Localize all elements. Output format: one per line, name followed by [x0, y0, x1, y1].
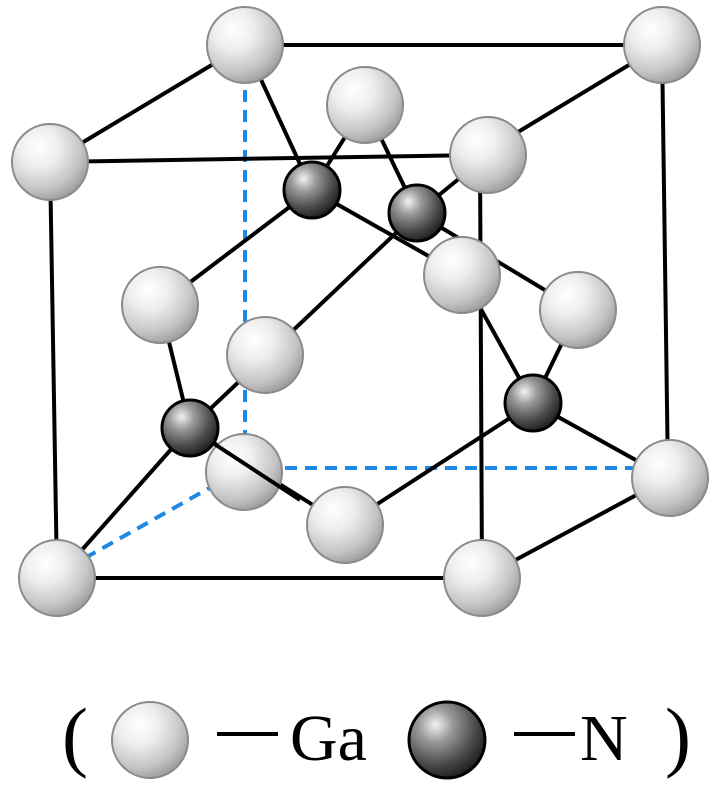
ga-atoms — [11, 6, 709, 617]
legend-n-icon — [407, 700, 487, 780]
ga-atom — [326, 66, 404, 144]
ga-atom — [443, 539, 521, 617]
ga-atom — [206, 6, 284, 84]
ga-atom — [631, 439, 709, 517]
ga-atom — [449, 116, 527, 194]
ga-atom — [623, 6, 701, 84]
n-atom — [160, 398, 220, 458]
hidden-edges — [84, 90, 662, 560]
cube-edge — [48, 161, 59, 579]
ga-atom — [539, 271, 617, 349]
bond — [188, 211, 419, 430]
cube-edge — [660, 44, 670, 479]
legend: ( Ga N ) — [62, 692, 691, 780]
hidden-edge-left-bottom — [84, 466, 246, 560]
legend-ga-label: Ga — [290, 702, 367, 775]
n-atom — [282, 160, 342, 220]
cube-edge — [49, 153, 481, 164]
ga-atom — [11, 123, 89, 201]
legend-ga-icon — [111, 701, 189, 779]
ga-atom — [18, 539, 96, 617]
legend-open-paren: ( — [62, 692, 88, 779]
ga-atom — [423, 236, 501, 314]
n-atom — [387, 183, 447, 243]
legend-close-paren: ) — [665, 692, 691, 779]
n-atoms — [160, 160, 563, 458]
ga-atom — [121, 266, 199, 344]
legend-n-label: N — [580, 702, 628, 775]
ga-atom — [306, 486, 384, 564]
cube-edge — [478, 154, 484, 579]
ga-atom — [226, 316, 304, 394]
n-atom — [503, 373, 563, 433]
